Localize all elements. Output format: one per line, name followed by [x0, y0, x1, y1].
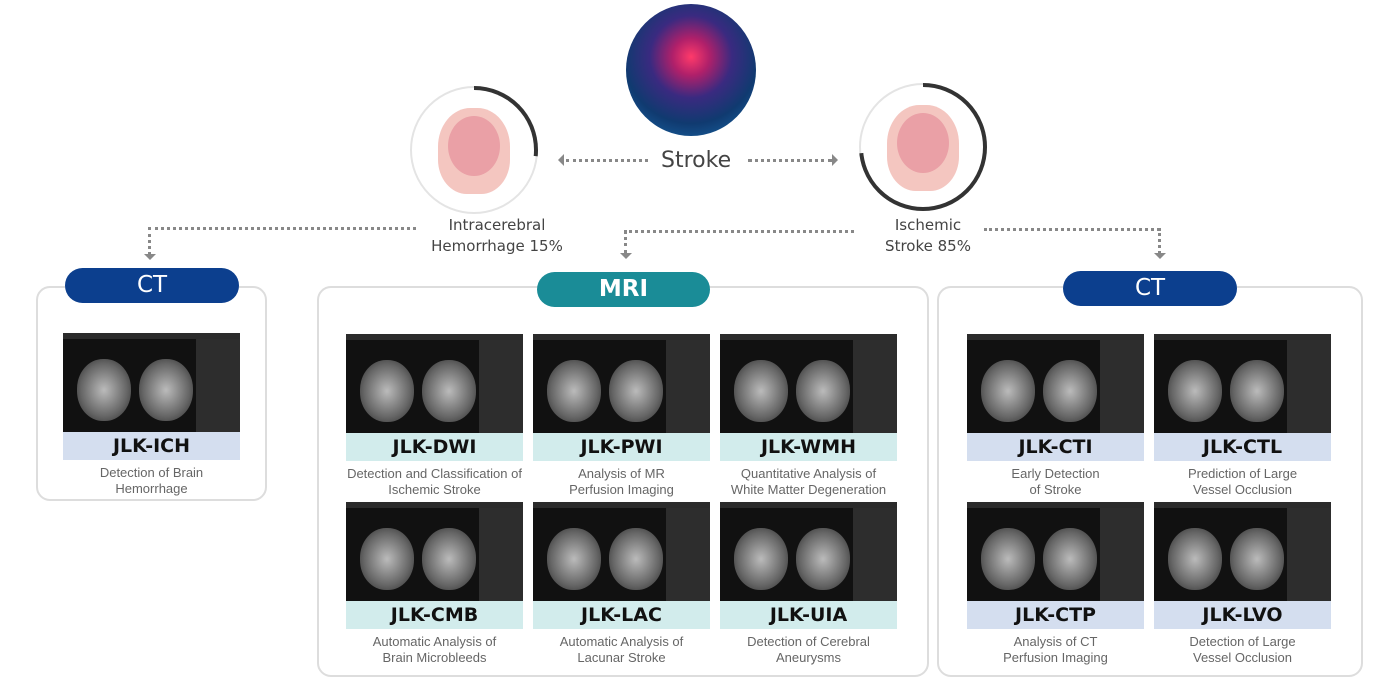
connector [984, 228, 1160, 231]
arrow-left-icon [552, 154, 564, 166]
product-name: JLK-CMB [346, 601, 523, 629]
description-line: Brain Microbleeds [382, 650, 487, 665]
type-name: Intracerebral [448, 216, 546, 234]
description-line: of Stroke [1029, 482, 1082, 497]
ct-pill: CT [1063, 271, 1237, 306]
product-name: JLK-LAC [533, 601, 710, 629]
description-line: Ischemic Stroke [388, 482, 481, 497]
hemorrhage-icon [410, 86, 538, 214]
product-name: JLK-CTP [967, 601, 1144, 629]
description-line: Analysis of MR [578, 466, 665, 481]
product-screenshot [1154, 502, 1331, 601]
product-name: JLK-CTI [967, 433, 1144, 461]
description-line: Automatic Analysis of [372, 634, 497, 649]
description-line: Aneurysms [775, 650, 842, 665]
type-share: Stroke 85% [885, 237, 971, 255]
product-screenshot [720, 334, 897, 433]
product-screenshot [967, 502, 1144, 601]
product-screenshot [1154, 334, 1331, 433]
product-screenshot [346, 502, 523, 601]
ischemic-icon [859, 83, 987, 211]
connector [1158, 228, 1161, 254]
description-line: Detection of Large [1189, 634, 1296, 649]
type-share: Hemorrhage 15% [431, 237, 563, 255]
product-name: JLK-UIA [720, 601, 897, 629]
product-name: JLK-LVO [1154, 601, 1331, 629]
connector [748, 159, 832, 162]
ischemic-label: Ischemic Stroke 85% [860, 215, 996, 257]
description-line: Early Detection [1011, 466, 1100, 481]
description-line: Perfusion Imaging [569, 482, 674, 497]
product-name: JLK-WMH [720, 433, 897, 461]
product-screenshot [346, 334, 523, 433]
product-screenshot [533, 502, 710, 601]
hemorrhage-label: Intracerebral Hemorrhage 15% [410, 215, 584, 257]
brain-illustration [626, 4, 756, 136]
description-line: Analysis of CT [1013, 634, 1098, 649]
arrow-right-icon [832, 154, 844, 166]
description-line: Detection and Classification of [347, 466, 522, 481]
arrow-down-icon [620, 253, 632, 265]
description-line: Hemorrhage [115, 481, 188, 496]
description-line: Quantitative Analysis of [740, 466, 877, 481]
mri-pill: MRI [537, 272, 710, 307]
connector [624, 230, 854, 233]
connector [566, 159, 648, 162]
product-name: JLK-DWI [346, 433, 523, 461]
product-name: JLK-ICH [63, 432, 240, 460]
product-screenshot [63, 333, 240, 432]
description-line: Prediction of Large [1187, 466, 1298, 481]
product-name: JLK-CTL [1154, 433, 1331, 461]
description-line: Lacunar Stroke [577, 650, 666, 665]
product-screenshot [720, 502, 897, 601]
description-line: Automatic Analysis of [559, 634, 684, 649]
description-line: Vessel Occlusion [1193, 650, 1292, 665]
description-line: Detection of Brain [99, 465, 204, 480]
description-line: Vessel Occlusion [1193, 482, 1292, 497]
description-line: Perfusion Imaging [1003, 650, 1108, 665]
description-line: Detection of Cerebral [747, 634, 870, 649]
arrow-down-icon [144, 254, 156, 266]
description-line: White Matter Degeneration [730, 482, 887, 497]
connector [624, 230, 627, 254]
product-name: JLK-PWI [533, 433, 710, 461]
connector [148, 227, 151, 255]
ct-pill: CT [65, 268, 239, 303]
type-name: Ischemic [894, 216, 962, 234]
product-screenshot [533, 334, 710, 433]
stroke-title: Stroke [661, 148, 732, 173]
connector [148, 227, 416, 230]
product-screenshot [967, 334, 1144, 433]
arrow-down-icon [1154, 253, 1166, 265]
